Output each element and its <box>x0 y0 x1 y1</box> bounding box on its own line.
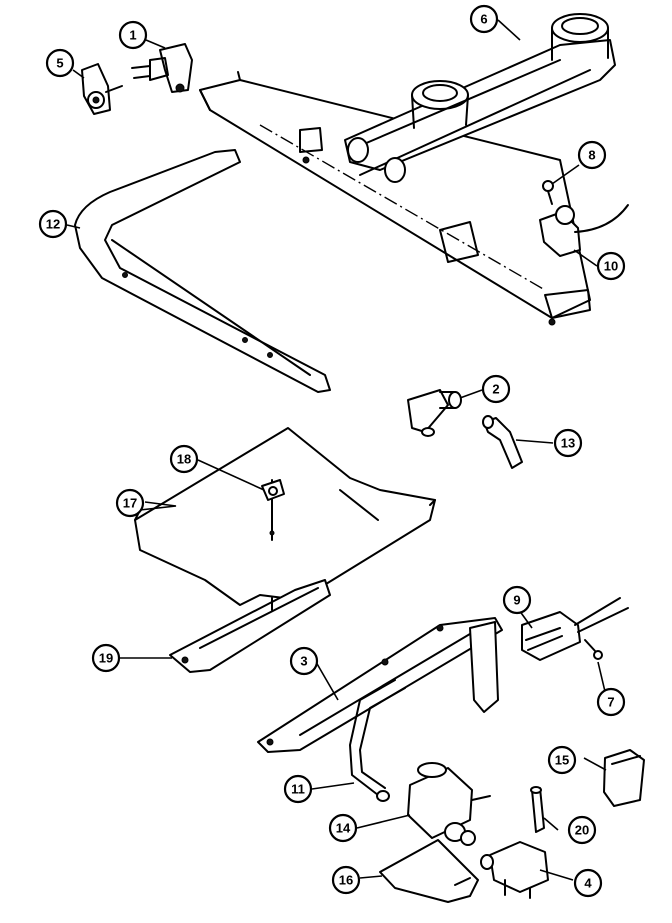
callout-1: 1 <box>118 20 148 50</box>
callout-16: 16 <box>331 865 361 895</box>
svg-text:19: 19 <box>99 651 113 666</box>
svg-text:20: 20 <box>575 823 589 838</box>
svg-text:14: 14 <box>336 821 351 836</box>
svg-text:6: 6 <box>480 12 487 27</box>
part-18-clip <box>261 479 285 501</box>
part-10-igniter-bracket <box>539 204 629 257</box>
svg-text:11: 11 <box>291 782 305 797</box>
part-16-bracket <box>379 839 479 903</box>
svg-text:12: 12 <box>46 217 60 232</box>
svg-text:16: 16 <box>339 873 353 888</box>
callout-18: 18 <box>169 444 199 474</box>
callout-8: 8 <box>577 140 607 170</box>
part-12-rail <box>74 149 331 393</box>
svg-text:13: 13 <box>561 436 575 451</box>
callout-12: 12 <box>38 209 68 239</box>
callout-14: 14 <box>328 813 358 843</box>
svg-text:5: 5 <box>56 56 63 71</box>
svg-text:7: 7 <box>607 695 614 710</box>
svg-text:9: 9 <box>513 593 520 608</box>
svg-text:3: 3 <box>300 654 307 669</box>
callout-9: 9 <box>502 585 532 615</box>
callout-13: 13 <box>553 428 583 458</box>
part-3-manifold <box>257 617 503 753</box>
part-19-bottom-support <box>169 579 331 673</box>
part-6-burner-assembly <box>199 13 616 326</box>
part-11-gas-tube <box>349 679 406 802</box>
part-5-bracket <box>81 63 123 115</box>
part-8-screw <box>542 180 554 205</box>
part-4-valve <box>480 841 549 899</box>
svg-text:17: 17 <box>123 496 137 511</box>
callout-17: 17 <box>115 488 145 518</box>
svg-text:2: 2 <box>492 382 499 397</box>
callout-19: 19 <box>91 643 121 673</box>
svg-text:18: 18 <box>177 452 191 467</box>
part-2-orifice-holder <box>407 389 462 437</box>
part-14-regulator <box>407 762 491 846</box>
callout-11: 11 <box>283 774 313 804</box>
callout-3: 3 <box>289 646 319 676</box>
svg-text:8: 8 <box>588 148 595 163</box>
svg-text:10: 10 <box>604 259 618 274</box>
part-17-heat-shield <box>134 427 436 606</box>
callout-10: 10 <box>596 251 626 281</box>
part-13-tube-fitting <box>482 415 523 469</box>
assembly-centerline <box>259 124 546 291</box>
part-20-fitting <box>530 786 545 833</box>
svg-text:4: 4 <box>584 876 592 891</box>
callout-20: 20 <box>567 815 597 845</box>
callout-2: 2 <box>481 374 511 404</box>
callout-5: 5 <box>45 48 75 78</box>
callout-15: 15 <box>547 745 577 775</box>
svg-text:1: 1 <box>129 28 136 43</box>
svg-text:15: 15 <box>555 753 569 768</box>
callout-6: 6 <box>469 4 499 34</box>
callout-7: 7 <box>596 687 626 717</box>
part-9-switch-block <box>521 597 629 661</box>
leader-lines <box>66 19 608 881</box>
part-15-box <box>603 749 645 807</box>
callout-4: 4 <box>573 868 603 898</box>
part-1-switch <box>131 43 193 93</box>
part-7-screw <box>593 650 603 660</box>
